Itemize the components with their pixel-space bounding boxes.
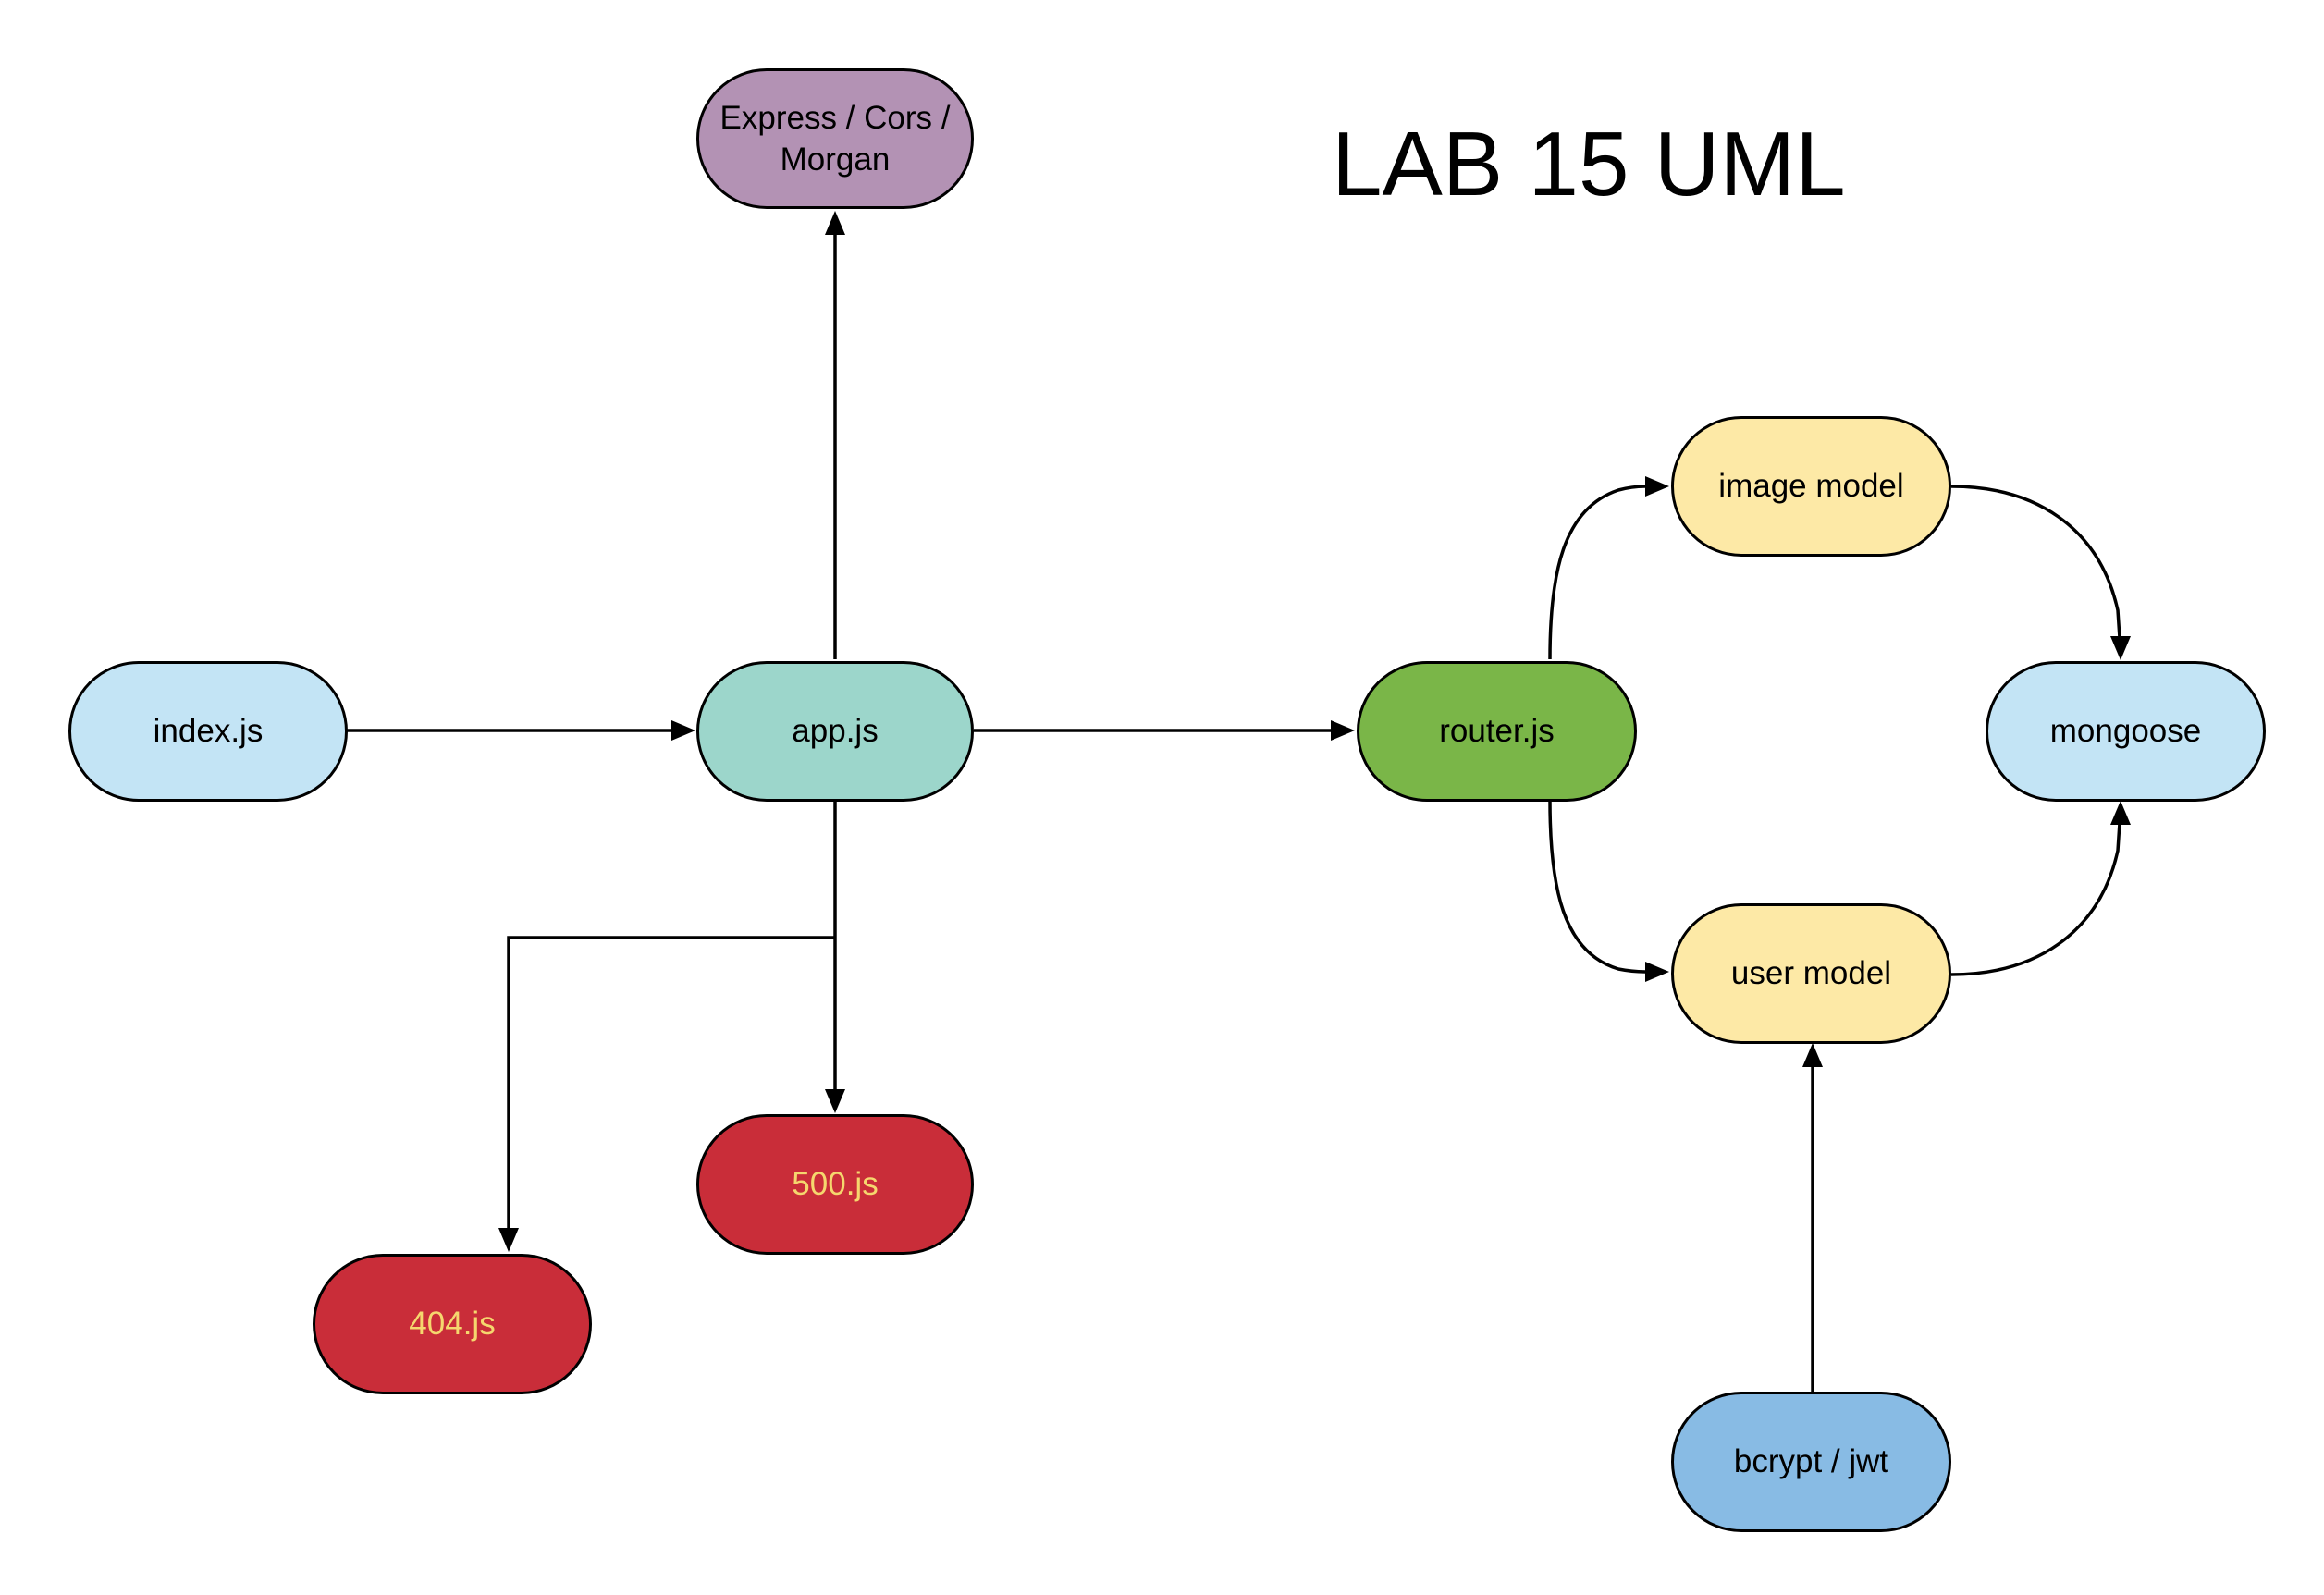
edge-image-model-to-mongoose (1950, 485, 2121, 639)
node-app-label: app.js (792, 713, 879, 750)
node-image-model: image model (1671, 416, 1951, 557)
node-router: router.js (1357, 661, 1637, 802)
node-500: 500.js (696, 1114, 974, 1255)
arrowhead-app-to-router (1331, 720, 1355, 741)
node-bcrypt: bcrypt / jwt (1671, 1392, 1951, 1532)
edge-app-to-404 (507, 936, 835, 1230)
arrowhead-index-to-app (671, 720, 695, 741)
arrowhead-app-to-500 (825, 1089, 845, 1113)
node-image-model-label: image model (1718, 468, 1904, 505)
arrowhead-router-to-image-model (1645, 476, 1669, 497)
diagram-title: LAB 15 UML (1332, 113, 1846, 215)
node-404-label: 404.js (409, 1306, 496, 1343)
node-500-label: 500.js (792, 1166, 879, 1203)
node-mongoose-label: mongoose (2049, 713, 2202, 750)
node-bcrypt-label: bcrypt / jwt (1733, 1443, 1889, 1480)
node-user-model: user model (1671, 903, 1951, 1044)
node-express: Express / Cors / Morgan (696, 68, 974, 209)
arrowhead-app-to-404 (498, 1228, 519, 1252)
node-index: index.js (68, 661, 348, 802)
node-express-label: Express / Cors / Morgan (719, 99, 951, 178)
node-mongoose: mongoose (1986, 661, 2266, 802)
node-app: app.js (696, 661, 974, 802)
node-user-model-label: user model (1730, 955, 1892, 992)
edge-router-to-user-model (1548, 800, 1647, 974)
node-router-label: router.js (1439, 713, 1555, 750)
arrowhead-app-to-express (825, 211, 845, 235)
edge-user-model-to-mongoose (1950, 822, 2121, 976)
node-index-label: index.js (153, 713, 264, 750)
arrowhead-bcrypt-to-user-model (1802, 1043, 1823, 1067)
arrowhead-router-to-user-model (1645, 962, 1669, 982)
node-404: 404.js (313, 1254, 592, 1394)
edge-router-to-image-model (1548, 485, 1647, 660)
arrowhead-user-model-to-mongoose (2110, 801, 2131, 825)
arrowhead-image-model-to-mongoose (2110, 636, 2131, 660)
